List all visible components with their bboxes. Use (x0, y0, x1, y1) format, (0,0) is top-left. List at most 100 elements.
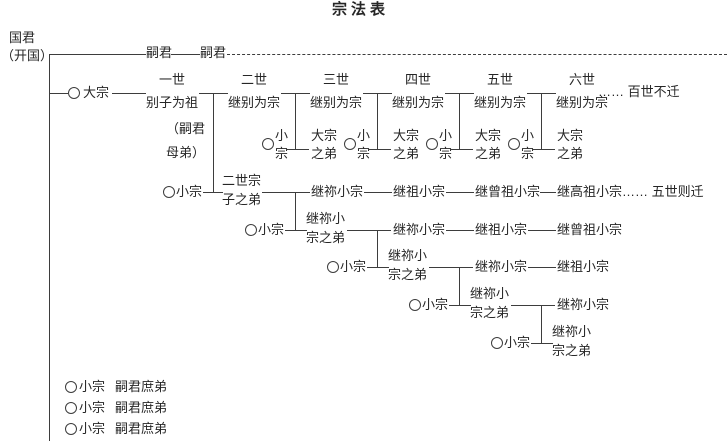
branch-head-label: 子之弟 (222, 192, 262, 207)
footer-desc-label: 嗣君庶弟 (115, 379, 168, 394)
cadet-node-label: 小 (439, 128, 453, 143)
branch-head-label: 继祢小 (552, 324, 592, 339)
branch-drop-line (459, 267, 460, 305)
node-circle (68, 87, 80, 99)
connector-line (540, 192, 556, 193)
node-circle (491, 337, 503, 349)
branch-head-label: 继祢小 (470, 286, 510, 301)
node-circle (344, 138, 356, 150)
connector-line (532, 149, 555, 150)
connector-line (286, 149, 309, 150)
first-gen-note: 母弟） (166, 145, 206, 160)
branch-head-label: 宗之弟 (388, 267, 428, 282)
cadet-node-label: 宗 (521, 146, 535, 161)
connector-line (285, 230, 307, 231)
chain-item-label: 继祢小宗 (557, 297, 610, 312)
node-circle (65, 381, 77, 393)
footer-node-label: 小宗 (79, 421, 106, 436)
connector-line (367, 267, 389, 268)
chain-item-label: 继祢小宗 (393, 222, 446, 237)
cadet-brother-label: 之弟 (393, 146, 420, 161)
node-circle (508, 138, 520, 150)
generation-desc: 继别为宗 (228, 95, 281, 110)
generation-desc: 继别为宗 (310, 95, 363, 110)
connector-line (429, 267, 473, 268)
trunk-node-label: 大宗 (83, 85, 110, 100)
footer-node-label: 小宗 (79, 379, 106, 394)
connector-line (449, 305, 471, 306)
heir-label: 嗣君 (200, 45, 227, 60)
chain-item-label: 继曾祖小宗 (475, 184, 541, 199)
cadet-brother-label: 大宗 (311, 128, 338, 143)
chain-item-label: 继祖小宗 (393, 184, 446, 199)
heir-label: 嗣君 (146, 45, 173, 60)
node-circle (327, 261, 339, 273)
footer-desc-label: 嗣君庶弟 (115, 421, 168, 436)
tail-note: …… 百世不迁 (598, 84, 680, 99)
connector-line (49, 54, 146, 55)
node-circle (262, 138, 274, 150)
generation-desc: 继别为宗 (474, 95, 527, 110)
branch-head-label: 宗之弟 (470, 305, 510, 320)
branch-head-label: 宗之弟 (306, 230, 346, 245)
connector-line (528, 267, 556, 268)
cadet-brother-label: 之弟 (557, 146, 584, 161)
branch-node-label: 小宗 (340, 259, 367, 274)
node-circle (426, 138, 438, 150)
node-circle (409, 299, 421, 311)
node-circle (245, 224, 257, 236)
cadet-node-label: 小 (357, 128, 371, 143)
connector-line (511, 305, 555, 306)
cadet-node-label: 小 (275, 128, 289, 143)
root-node-note: （开国） (1, 48, 54, 63)
footer-node-label: 小宗 (79, 400, 106, 415)
generation-desc: 别子为祖 (146, 95, 199, 110)
chain-item-label: 继曾祖小宗 (557, 222, 623, 237)
chain-item-label: 继高祖小宗 (557, 184, 623, 199)
connector-line (262, 192, 310, 193)
chain-item-label: 继祢小宗 (475, 259, 528, 274)
cadet-drop-line (459, 93, 460, 150)
root-node-name: 国君 (9, 30, 36, 45)
branch-head-label: 继祢小 (388, 248, 428, 263)
branch-node-label: 小宗 (504, 335, 531, 350)
chain-item-label: 继祖小宗 (475, 222, 528, 237)
cadet-brother-label: 大宗 (557, 128, 584, 143)
connector-line (528, 230, 556, 231)
branch-head-label: 继祢小 (306, 211, 346, 226)
branch-node-label: 小宗 (422, 297, 449, 312)
connector-line (450, 149, 473, 150)
branch-drop-line (295, 192, 296, 230)
cadet-brother-label: 大宗 (393, 128, 420, 143)
branch-drop-line (377, 230, 378, 267)
generation-desc: 继别为宗 (556, 95, 609, 110)
connector-line (446, 192, 474, 193)
connector-line (112, 93, 146, 94)
branch-drop-line (213, 93, 214, 192)
cadet-drop-line (295, 93, 296, 150)
connector-line (364, 192, 392, 193)
dashed-succession-line (227, 54, 727, 55)
branch-head-label: 宗之弟 (552, 343, 592, 358)
branch-head-label: 二世宗 (222, 173, 262, 188)
generation-label: 一世 (159, 72, 186, 87)
chain-item-label: 继祖小宗 (557, 259, 610, 274)
node-circle (163, 186, 175, 198)
spine-line (49, 54, 50, 441)
generation-label: 六世 (569, 72, 596, 87)
generation-label: 四世 (405, 72, 432, 87)
connector-line (531, 343, 553, 344)
cadet-node-label: 宗 (357, 146, 371, 161)
tail-note: …… 五世则迁 (622, 184, 704, 199)
cadet-brother-label: 大宗 (475, 128, 502, 143)
generation-desc: 继别为宗 (392, 95, 445, 110)
branch-node-label: 小宗 (258, 222, 285, 237)
connector-line (368, 149, 391, 150)
branch-drop-line (541, 305, 542, 343)
generation-label: 二世 (241, 72, 268, 87)
node-circle (65, 423, 77, 435)
connector-line (49, 93, 68, 94)
connector-line (203, 192, 223, 193)
branch-node-label: 小宗 (176, 184, 203, 199)
